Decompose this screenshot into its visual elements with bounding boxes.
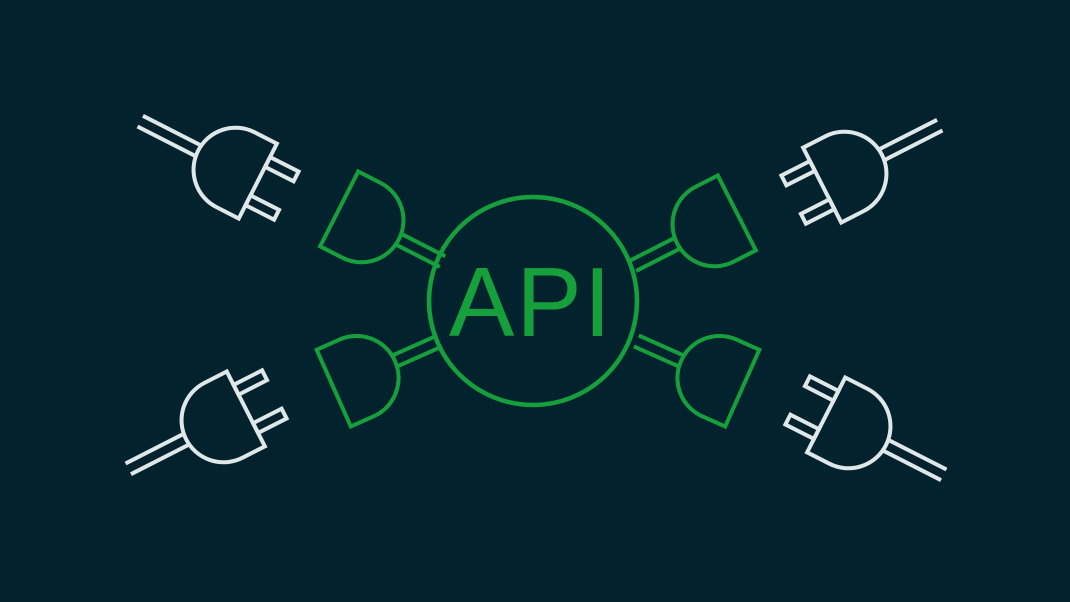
socket-icon-top-left <box>318 169 464 302</box>
left-connectors <box>107 81 464 509</box>
socket-icon-bottom-right <box>617 300 762 429</box>
plug-icon-top-right <box>772 85 961 240</box>
right-connectors <box>612 85 965 515</box>
plug-icon-bottom-right <box>776 360 965 515</box>
plug-icon-bottom-left <box>107 354 296 509</box>
socket-icon-bottom-left <box>314 300 459 429</box>
plug-icon-top-left <box>119 81 308 236</box>
api-label: API <box>449 247 613 357</box>
api-hub-icon: API <box>426 194 640 408</box>
